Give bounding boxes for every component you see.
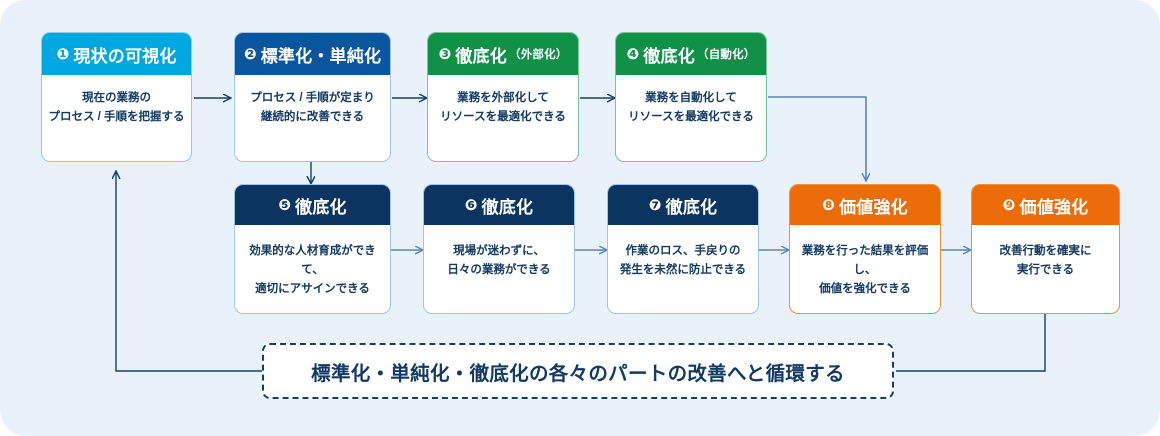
card-7-header: ❼ 徹底化 bbox=[608, 185, 758, 225]
card-8-kachi-kyoka[interactable]: ❽ 価値強化 業務を行った結果を評価し、 価値を強化できる bbox=[789, 184, 941, 314]
card-6-body-line2: 日々の業務ができる bbox=[447, 263, 551, 276]
card-8-body: 業務を行った結果を評価し、 価値を強化できる bbox=[790, 225, 940, 313]
card-2-number: ❷ bbox=[243, 46, 257, 63]
card-1-body-line1: 現在の業務の bbox=[82, 92, 151, 104]
card-2-body: プロセス / 手順が定まり 継続的に改善できる bbox=[235, 75, 390, 161]
card-2-header: ❷ 標準化・単純化 bbox=[235, 33, 390, 75]
card-5-body-line1: 効果的な人材育成ができて、 bbox=[249, 245, 376, 276]
card-4-body-line1: 業務を自動化して bbox=[645, 92, 737, 104]
card-3-title: 徹底化 bbox=[455, 46, 507, 66]
card-7-body: 作業のロス、手戻りの 発生を未然に防止できる bbox=[608, 225, 758, 313]
connector-4-to-8 bbox=[768, 96, 866, 180]
card-2-body-line2: 継続的に改善できる bbox=[260, 110, 365, 123]
card-1-header: ❶ 現状の可視化 bbox=[42, 33, 191, 75]
card-4-title: 徹底化 bbox=[643, 46, 695, 66]
card-9-number: ❾ bbox=[1002, 197, 1016, 214]
card-1-title: 現状の可視化 bbox=[73, 46, 177, 66]
card-3-body-line1: 業務を外部化して bbox=[457, 92, 549, 104]
card-6-title: 徹底化 bbox=[481, 197, 534, 217]
card-5-body-line2: 適切にアサインできる bbox=[255, 282, 370, 295]
card-6-number: ❻ bbox=[464, 197, 478, 214]
card-1-genjo-no-kashika[interactable]: ❶ 現状の可視化 現在の業務の プロセス / 手順を把握する bbox=[41, 32, 192, 162]
card-5-number: ❺ bbox=[278, 197, 292, 214]
card-2-hyojunka-tanjunka[interactable]: ❷ 標準化・単純化 プロセス / 手順が定まり 継続的に改善できる bbox=[234, 32, 391, 162]
card-5-tetteika[interactable]: ❺ 徹底化 効果的な人材育成ができて、 適切にアサインできる bbox=[234, 184, 391, 314]
card-7-title: 徹底化 bbox=[665, 197, 718, 217]
card-1-body: 現在の業務の プロセス / 手順を把握する bbox=[42, 75, 191, 161]
card-3-body: 業務を外部化して リソースを最適化できる bbox=[428, 75, 578, 161]
card-5-header: ❺ 徹底化 bbox=[235, 185, 390, 225]
card-7-number: ❼ bbox=[648, 197, 662, 214]
card-7-body-line1: 作業のロス、手戻りの bbox=[625, 245, 741, 257]
cycle-banner: 標準化・単純化・徹底化の各々のパートの改善へと循環する bbox=[262, 343, 894, 399]
card-5-body: 効果的な人材育成ができて、 適切にアサインできる bbox=[235, 225, 390, 313]
card-9-kachi-kyoka[interactable]: ❾ 価値強化 改善行動を確実に 実行できる bbox=[971, 184, 1120, 314]
card-9-title: 価値強化 bbox=[1019, 197, 1089, 217]
card-2-title: 標準化・単純化 bbox=[260, 46, 382, 66]
card-4-body-line2: リソースを最適化できる bbox=[628, 110, 754, 123]
card-4-number: ❹ bbox=[626, 46, 640, 63]
card-9-body-line2: 実行できる bbox=[1016, 263, 1075, 276]
card-8-body-line1: 業務を行った結果を評価し、 bbox=[801, 245, 929, 276]
card-8-body-line2: 価値を強化できる bbox=[819, 282, 911, 295]
connector-banner-to-1 bbox=[116, 172, 262, 372]
card-4-body: 業務を自動化して リソースを最適化できる bbox=[616, 75, 766, 161]
card-6-tetteika[interactable]: ❻ 徹底化 現場が迷わずに、 日々の業務ができる bbox=[423, 184, 575, 314]
card-3-header: ❸ 徹底化 （外部化） bbox=[428, 33, 578, 75]
card-1-number: ❶ bbox=[56, 46, 70, 63]
card-4-subtitle: （自動化） bbox=[697, 49, 756, 61]
card-1-body-line2: プロセス / 手順を把握する bbox=[48, 110, 185, 123]
card-7-body-line2: 発生を未然に防止できる bbox=[619, 263, 747, 276]
card-2-body-line1: プロセス / 手順が定まり bbox=[250, 92, 375, 104]
card-3-number: ❸ bbox=[438, 46, 452, 63]
card-6-body: 現場が迷わずに、 日々の業務ができる bbox=[424, 225, 574, 313]
card-6-body-line1: 現場が迷わずに、 bbox=[453, 245, 545, 257]
card-9-header: ❾ 価値強化 bbox=[972, 185, 1119, 225]
card-5-title: 徹底化 bbox=[295, 197, 347, 217]
connector-9-to-banner bbox=[896, 314, 1046, 372]
card-6-header: ❻ 徹底化 bbox=[424, 185, 574, 225]
card-8-header: ❽ 価値強化 bbox=[790, 185, 940, 225]
card-3-subtitle: （外部化） bbox=[509, 49, 568, 61]
card-9-body-line1: 改善行動を確実に bbox=[999, 245, 1092, 257]
card-3-tetteika-gaibuka[interactable]: ❸ 徹底化 （外部化） 業務を外部化して リソースを最適化できる bbox=[427, 32, 579, 162]
cycle-banner-text: 標準化・単純化・徹底化の各々のパートの改善へと循環する bbox=[311, 362, 845, 385]
card-9-body: 改善行動を確実に 実行できる bbox=[972, 225, 1119, 313]
card-8-title: 価値強化 bbox=[839, 197, 908, 217]
card-4-tetteika-jidoka[interactable]: ❹ 徹底化 （自動化） 業務を自動化して リソースを最適化できる bbox=[615, 32, 767, 162]
card-8-number: ❽ bbox=[822, 197, 836, 214]
card-7-tetteika[interactable]: ❼ 徹底化 作業のロス、手戻りの 発生を未然に防止できる bbox=[607, 184, 759, 314]
card-4-header: ❹ 徹底化 （自動化） bbox=[616, 33, 766, 75]
card-3-body-line2: リソースを最適化できる bbox=[440, 110, 566, 123]
